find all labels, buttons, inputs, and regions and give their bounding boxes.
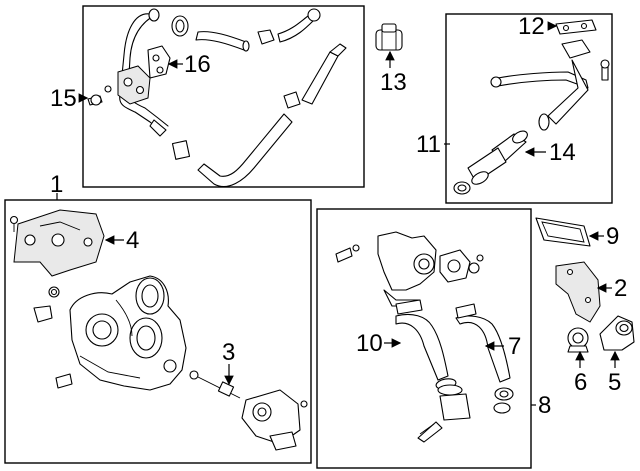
callout-4: 4	[104, 227, 139, 254]
coolant-pipe-assembly	[117, 8, 347, 188]
callout-6-label: 6	[574, 369, 587, 396]
callout-7: 7	[484, 333, 521, 360]
callout-3: 3	[222, 339, 235, 386]
callout-9: 9	[588, 223, 619, 250]
callout-5: 5	[608, 350, 621, 396]
callout-9-label: 9	[606, 223, 619, 250]
hose-7	[455, 303, 514, 414]
water-outlet-assembly	[335, 231, 484, 307]
callout-14: 14	[524, 139, 576, 166]
heat-shield-4	[13, 209, 105, 277]
bolt-15	[87, 85, 112, 106]
gasket-9	[535, 217, 591, 247]
callout-2: 2	[596, 275, 627, 302]
callout-11: 11	[416, 131, 450, 158]
callout-16: 16	[167, 51, 211, 78]
group-box-8	[316, 208, 532, 469]
callout-5-label: 5	[608, 369, 621, 396]
part-6-seal	[567, 327, 589, 353]
callout-10: 10	[356, 330, 402, 357]
callout-12-label: 12	[518, 13, 545, 40]
callout-13: 13	[380, 50, 407, 96]
group-box-11	[445, 13, 613, 204]
part-12-flange	[555, 19, 597, 35]
pipe-11-assembly	[490, 39, 610, 131]
callout-7-label: 7	[508, 333, 521, 360]
callout-11-label: 11	[416, 131, 441, 158]
lower-fittings-8	[417, 384, 471, 443]
small-parts-1	[9, 215, 73, 389]
group-box-1	[4, 199, 312, 464]
callout-15-label: 15	[50, 85, 77, 112]
hose-10	[395, 299, 457, 390]
callout-4-label: 4	[126, 227, 139, 254]
callout-6: 6	[574, 350, 587, 396]
callout-10-label: 10	[356, 330, 383, 357]
callout-8: 8	[531, 392, 551, 419]
callout-8-label: 8	[538, 392, 551, 419]
part-14-hose	[453, 130, 528, 195]
callout-15: 15	[50, 85, 89, 112]
callout-12: 12	[518, 13, 558, 40]
actuator-3	[189, 370, 308, 451]
callout-1: 1	[50, 171, 63, 200]
callout-1-label: 1	[50, 171, 63, 198]
callout-14-label: 14	[549, 139, 576, 166]
part-5-fitting	[599, 315, 635, 351]
callout-16-label: 16	[184, 51, 211, 78]
callout-2-label: 2	[614, 275, 627, 302]
callout-13-label: 13	[380, 69, 407, 96]
bracket-2	[555, 261, 601, 323]
part-13-cap	[375, 23, 403, 51]
callout-3-label: 3	[222, 339, 235, 366]
turbocharger-assembly	[69, 275, 187, 391]
